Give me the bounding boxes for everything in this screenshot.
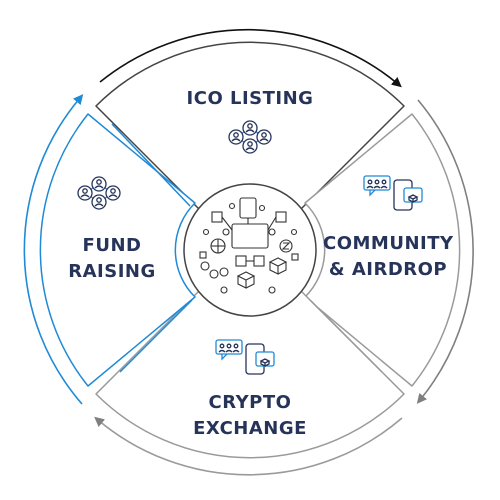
separator-bottom-right bbox=[309, 299, 383, 373]
segment-left bbox=[39, 113, 196, 387]
separator-bottom-left bbox=[119, 299, 193, 373]
arrow-top-to-right bbox=[99, 28, 402, 88]
segment-label-community-airdrop: COMMUNITY & AIRDROP bbox=[323, 231, 453, 283]
segment-label-line: EXCHANGE bbox=[193, 418, 307, 439]
segment-label-ico-listing: ICO LISTING bbox=[150, 86, 350, 112]
arrow-right-to-bottom bbox=[416, 99, 474, 404]
segment-label-line: FUND bbox=[82, 235, 142, 256]
segment-label-line: RAISING bbox=[68, 261, 156, 282]
people-network-icon-left bbox=[77, 176, 121, 210]
arrow-left-to-top bbox=[23, 94, 84, 405]
segment-label-line: CRYPTO bbox=[208, 392, 292, 413]
arrow-bottom-to-left bbox=[94, 416, 403, 476]
separator-top-left bbox=[111, 123, 191, 207]
people-network-icon-top bbox=[228, 120, 272, 154]
segment-label-line: & AIRDROP bbox=[328, 259, 448, 280]
chat-phone-cube-icon-bottom bbox=[215, 339, 275, 375]
segment-label-fund-raising: FUND RAISING bbox=[52, 233, 172, 285]
segment-label-line: ICO LISTING bbox=[186, 88, 314, 109]
segment-label-crypto-exchange: CRYPTO EXCHANGE bbox=[150, 390, 350, 442]
center-hub bbox=[183, 183, 317, 317]
chat-phone-cube-icon-right bbox=[363, 175, 423, 211]
blockchain-network-icon bbox=[199, 197, 299, 294]
segment-label-line: COMMUNITY bbox=[323, 233, 454, 254]
segment-right bbox=[304, 113, 461, 387]
